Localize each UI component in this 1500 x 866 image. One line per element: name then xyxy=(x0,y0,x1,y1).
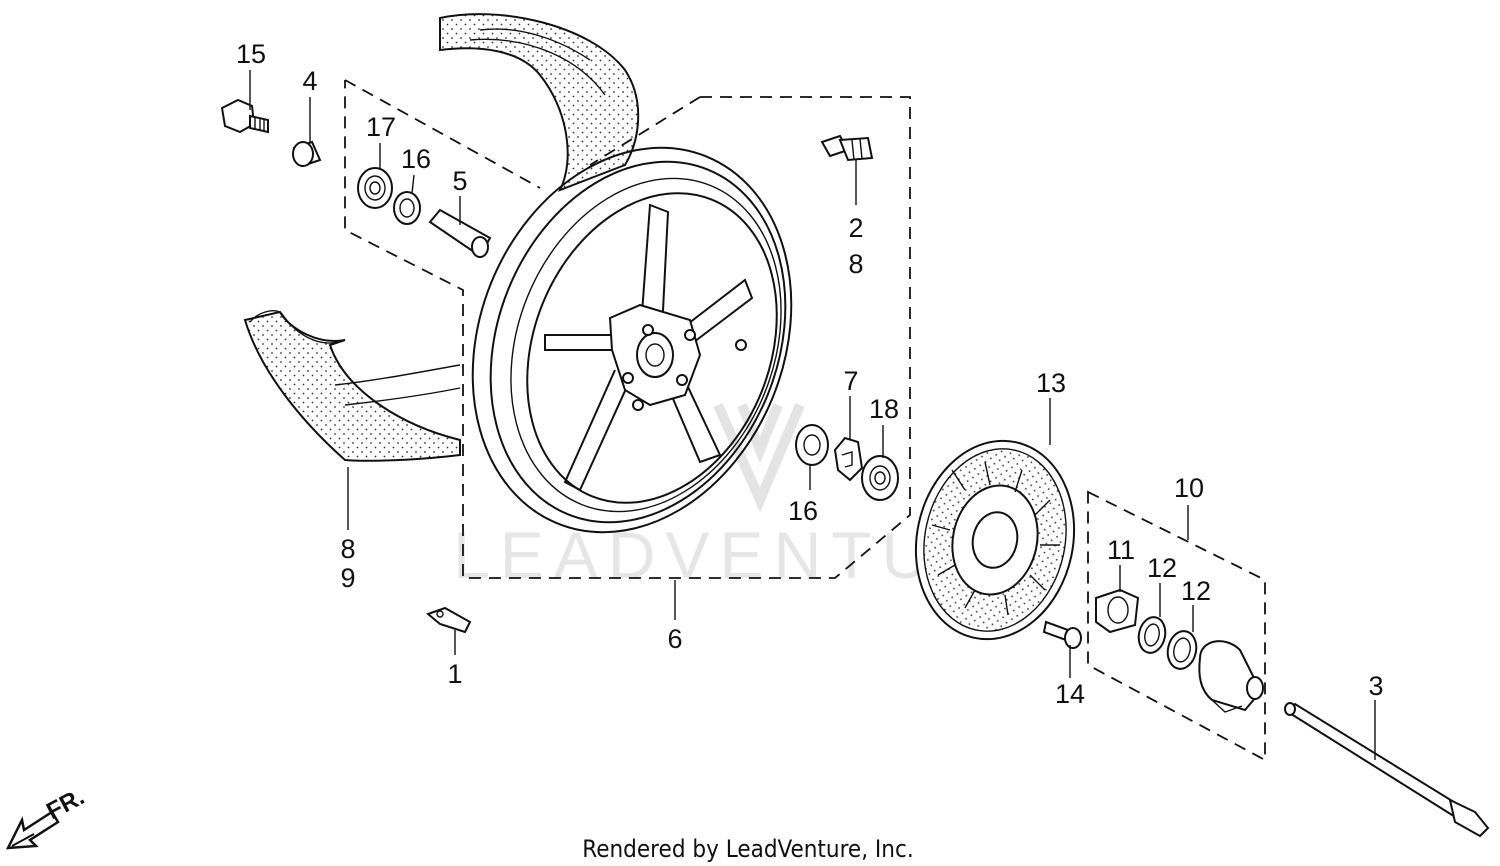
callout-9: 9 xyxy=(340,563,355,593)
part-12-washer-b xyxy=(1166,630,1198,670)
part-2-valve xyxy=(820,134,874,162)
callout-8-lower: 8 xyxy=(340,534,355,564)
part-7-bearing-retainer xyxy=(833,436,864,482)
callout-7: 7 xyxy=(843,366,858,396)
callout-1: 1 xyxy=(447,659,462,689)
callout-12-first: 12 xyxy=(1147,553,1177,583)
part-10-gearbox-housing xyxy=(1198,640,1264,713)
part-12-washer-a xyxy=(1137,616,1167,654)
tire-upper-section xyxy=(439,13,640,192)
callout-6: 6 xyxy=(667,624,682,654)
footer-credit: Rendered by LeadVenture, Inc. xyxy=(582,835,913,863)
callout-11: 11 xyxy=(1107,535,1135,565)
speedometer-gearbox-outline xyxy=(1087,490,1266,762)
callout-5: 5 xyxy=(452,166,467,196)
part-18-bearing xyxy=(861,455,899,501)
part-1-valve-cap xyxy=(426,606,472,634)
part-17-bearing xyxy=(357,167,393,209)
front-arrow-icon xyxy=(5,810,60,850)
part-15-bolt xyxy=(220,98,269,134)
callout-8-upper: 8 xyxy=(848,249,863,279)
part-3-front-axle xyxy=(1284,702,1490,838)
part-13-brake-disc xyxy=(914,439,1076,641)
tire-lower-section xyxy=(243,310,461,462)
callout-13: 13 xyxy=(1036,368,1066,398)
callout-4: 4 xyxy=(302,66,317,96)
part-16-dust-seal-upper xyxy=(393,191,421,225)
callout-18: 18 xyxy=(869,394,899,424)
wheel-spokes xyxy=(544,203,754,492)
callout-17: 17 xyxy=(366,112,396,142)
part-11-gear xyxy=(1095,588,1140,634)
part-5-distance-collar xyxy=(428,208,492,258)
wheel-hub xyxy=(608,303,747,411)
part-16-dust-seal-lower xyxy=(795,424,829,466)
wheel-assembly-outline xyxy=(344,79,911,579)
leader-lines xyxy=(249,70,1376,760)
callout-16-lower: 16 xyxy=(788,496,818,526)
callout-12-second: 12 xyxy=(1181,576,1211,606)
callout-labels: 15 4 17 16 5 2 8 7 18 16 8 9 6 1 13 10 1… xyxy=(236,39,1384,709)
callout-2: 2 xyxy=(848,213,863,243)
callout-10: 10 xyxy=(1174,473,1204,503)
callout-16-upper: 16 xyxy=(401,144,431,174)
callout-15: 15 xyxy=(236,39,266,69)
front-direction-indicator: FR. xyxy=(5,783,89,850)
part-14-disc-bolt xyxy=(1042,620,1082,649)
callout-3: 3 xyxy=(1368,671,1383,701)
wheel-rim xyxy=(471,146,793,534)
callout-14: 14 xyxy=(1055,679,1085,709)
part-4-collar xyxy=(292,140,322,168)
